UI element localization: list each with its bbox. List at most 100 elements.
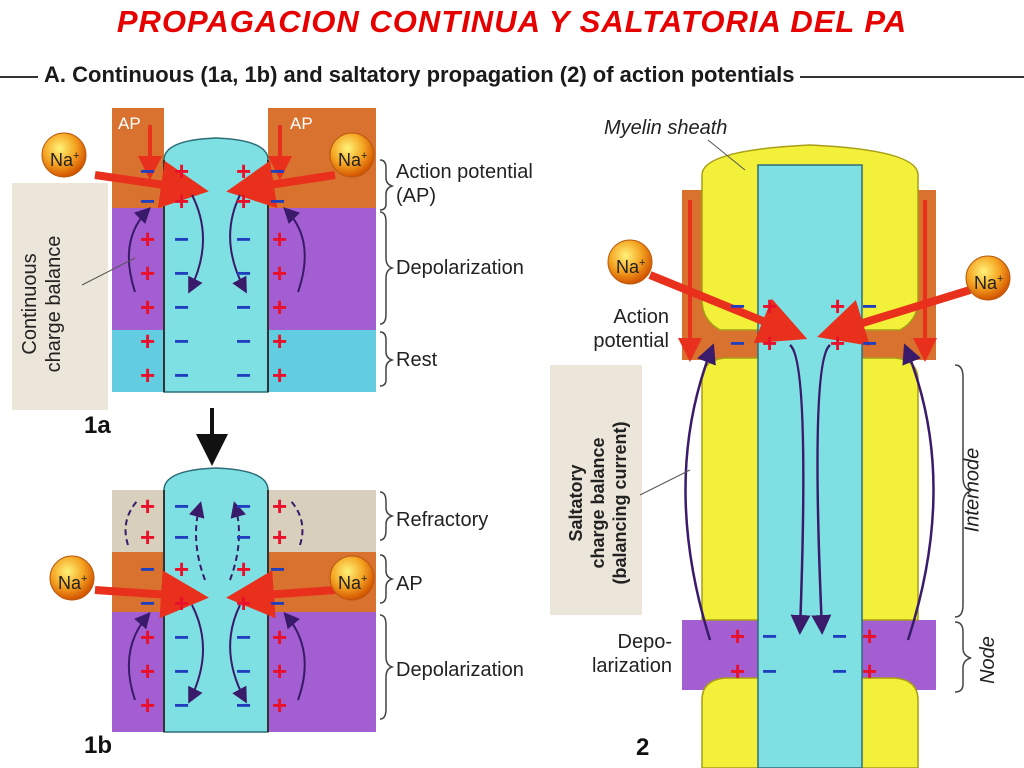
svg-text:−: − <box>236 522 251 552</box>
svg-text:−: − <box>270 186 285 216</box>
ap-label-right: AP <box>290 114 313 133</box>
svg-text:−: − <box>174 522 189 552</box>
axon-1b <box>163 467 269 733</box>
svg-text:−: − <box>174 360 189 390</box>
na-label-1b-right: Na+ <box>338 573 368 593</box>
svg-text:+: + <box>862 656 877 686</box>
ap-label-left: AP <box>118 114 141 133</box>
svg-text:+: + <box>272 522 287 552</box>
svg-text:−: − <box>236 224 251 254</box>
svg-text:+: + <box>272 292 287 322</box>
svg-text:+: + <box>862 621 877 651</box>
svg-text:+: + <box>272 326 287 356</box>
svg-text:−: − <box>174 491 189 521</box>
svg-text:+: + <box>236 554 251 584</box>
panel-2: −+ +− −+ +− +− −+ +− −+ <box>550 139 972 768</box>
svg-text:−: − <box>730 291 745 321</box>
svg-text:+: + <box>140 258 155 288</box>
svg-text:−: − <box>174 622 189 652</box>
svg-text:+: + <box>236 186 251 216</box>
panel-1b: +− −+ +− −+ −+ +− −+ +− +− −+ +− −+ +− −… <box>94 467 395 733</box>
label-ap-1b: AP <box>396 573 423 595</box>
svg-text:−: − <box>174 292 189 322</box>
label-depolarization-1a: Depolarization <box>396 257 524 279</box>
na-ion-1a-right <box>329 132 375 178</box>
svg-text:−: − <box>236 656 251 686</box>
label-node: Node <box>976 636 999 684</box>
panel-1a: −+ +− −+ +− +− −+ +− −+ +− −+ +− −+ +− −… <box>12 108 395 466</box>
svg-text:−: − <box>236 690 251 720</box>
svg-text:+: + <box>140 690 155 720</box>
svg-text:−: − <box>832 621 847 651</box>
na-ion-1b-right <box>329 555 375 601</box>
svg-text:−: − <box>140 588 155 618</box>
svg-text:+: + <box>272 224 287 254</box>
svg-text:−: − <box>140 156 155 186</box>
na-label-2-left: Na+ <box>616 257 646 277</box>
svg-text:−: − <box>236 258 251 288</box>
label-internode: Internode <box>961 447 984 533</box>
svg-text:+: + <box>140 622 155 652</box>
refractory-zone-left <box>112 490 164 552</box>
na-influx-arrow-left <box>94 160 209 209</box>
saltatory-label-box <box>550 365 642 615</box>
label-refractory: Refractory <box>396 509 489 531</box>
svg-text:+: + <box>140 326 155 356</box>
svg-text:+: + <box>762 291 777 321</box>
svg-text:−: − <box>762 621 777 651</box>
svg-text:+: + <box>830 291 845 321</box>
na-label-2-right: Na+ <box>974 273 1004 293</box>
label-action-potential: Action potential(AP) <box>396 161 533 207</box>
slide-title: PROPAGACION CONTINUA Y SALTATORIA DEL PA <box>116 4 908 39</box>
label-myelin-sheath: Myelin sheath <box>604 117 728 139</box>
svg-text:+: + <box>272 258 287 288</box>
svg-text:−: − <box>270 156 285 186</box>
figure-title: A. Continuous (1a, 1b) and saltatory pro… <box>38 62 801 88</box>
svg-text:+: + <box>236 588 251 618</box>
svg-text:−: − <box>174 690 189 720</box>
svg-text:−: − <box>270 588 285 618</box>
svg-text:−: − <box>174 326 189 356</box>
svg-text:−: − <box>174 656 189 686</box>
svg-text:+: + <box>174 588 189 618</box>
svg-text:+: + <box>272 656 287 686</box>
svg-text:−: − <box>730 328 745 358</box>
svg-text:−: − <box>174 258 189 288</box>
na-label-1a-left: Na+ <box>50 150 80 170</box>
continuous-charge-balance-box <box>12 183 108 410</box>
svg-text:−: − <box>762 656 777 686</box>
svg-text:−: − <box>236 622 251 652</box>
na-ion-2-right <box>965 255 1011 301</box>
svg-text:+: + <box>140 491 155 521</box>
svg-text:+: + <box>762 328 777 358</box>
panel-number-1b: 1b <box>84 732 113 759</box>
svg-text:−: − <box>236 491 251 521</box>
label-depolarization-1b: Depolarization <box>396 659 524 681</box>
svg-text:−: − <box>832 656 847 686</box>
svg-text:+: + <box>830 328 845 358</box>
label-rest: Rest <box>396 349 438 371</box>
svg-text:+: + <box>140 292 155 322</box>
na-label-1a-right: Na+ <box>338 150 368 170</box>
panel-number-1a: 1a <box>84 412 111 439</box>
svg-text:+: + <box>174 186 189 216</box>
svg-text:−: − <box>270 554 285 584</box>
na-label-1b-left: Na+ <box>58 573 88 593</box>
na-ion-1b-left <box>49 555 95 601</box>
svg-text:+: + <box>140 522 155 552</box>
svg-text:+: + <box>730 621 745 651</box>
depol-zone-left <box>112 208 164 330</box>
rest-zone-right <box>268 330 376 392</box>
svg-text:+: + <box>140 360 155 390</box>
svg-text:+: + <box>140 656 155 686</box>
svg-text:−: − <box>174 224 189 254</box>
rest-zone-left <box>112 330 164 392</box>
svg-text:−: − <box>862 291 877 321</box>
svg-text:+: + <box>272 491 287 521</box>
svg-text:+: + <box>174 156 189 186</box>
na-ion-2-left <box>607 239 653 285</box>
